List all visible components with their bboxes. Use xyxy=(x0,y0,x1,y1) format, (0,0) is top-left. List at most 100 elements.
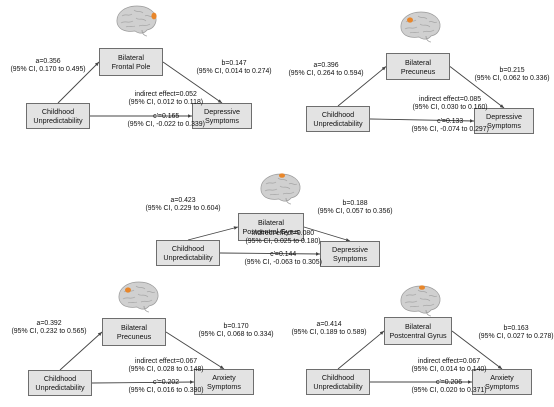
mediator-box-line-1: Bilateral xyxy=(258,218,284,227)
path-b-arrow xyxy=(162,61,223,104)
indirect-effect-label-line-1: indirect effect=0.052 xyxy=(134,90,197,98)
path-b-arrow xyxy=(451,330,503,370)
path-b-label-line-1: b=0.215 xyxy=(499,66,525,74)
path-a-label-line-1: a=0.414 xyxy=(316,320,342,328)
path-b-label: b=0.170(95% CI, 0.068 to 0.334) xyxy=(199,323,274,340)
path-b-label-line-1: b=0.170 xyxy=(223,322,249,330)
path-a-arrow xyxy=(59,331,103,371)
outcome-box-line-1: Depressive xyxy=(204,107,240,116)
direct-effect-label-line-2: (95% CI, 0.020 to 0.371) xyxy=(411,387,487,395)
predictor-box-line-2: Unpredictability xyxy=(35,383,85,392)
path-a-label: a=0.414(95% CI, 0.189 to 0.589) xyxy=(292,321,367,338)
direct-effect-label-line-1: c'=0.165 xyxy=(153,112,180,120)
mediator-box-line-2: Frontal Pole xyxy=(111,62,151,71)
outcome-box-line-2: Symptoms xyxy=(205,116,239,125)
path-b-arrow xyxy=(449,66,505,109)
indirect-effect-label-line-2: (95% CI, 0.025 to 0.180) xyxy=(245,238,321,246)
outcome-box-line-1: Anxiety xyxy=(490,373,514,382)
indirect-effect-label-line-1: indirect effect=0.080 xyxy=(251,229,315,237)
direct-effect-label: c'=0.202(95% CI, 0.016 to 0.390) xyxy=(129,379,204,396)
direct-effect-label-line-1: c'=0.144 xyxy=(270,250,297,258)
indirect-effect-label-line-2: (95% CI, 0.012 to 0.118) xyxy=(128,99,204,107)
direct-effect-label-line-2: (95% CI, -0.063 to 0.305) xyxy=(244,259,322,267)
path-c-arrow xyxy=(369,118,475,123)
indirect-effect-label-line-1: indirect effect=0.067 xyxy=(417,357,481,365)
mediator-box-line-2: Postcentral Gyrus xyxy=(242,227,300,236)
brain-medial-precuneus-icon xyxy=(400,11,441,43)
path-b-arrow xyxy=(303,226,351,242)
path-b-label: b=0.147(95% CI, 0.014 to 0.274) xyxy=(197,60,272,77)
direct-effect-label: c'=0.133(95% CI, -0.074 to 0.297) xyxy=(412,118,489,135)
path-a-label-line-1: a=0.392 xyxy=(36,319,62,327)
outcome-box-line-2: Symptoms xyxy=(487,121,521,130)
mediator-box-line-2: Precuneus xyxy=(116,332,152,341)
path-b-label-line-1: b=0.188 xyxy=(342,199,368,207)
path-a-label: a=0.392(95% CI, 0.232 to 0.565) xyxy=(12,320,87,337)
path-c-arrow xyxy=(91,380,195,384)
indirect-effect-label-line-2: (95% CI, 0.014 to 0.140) xyxy=(411,366,487,374)
path-a-label-line-2: (95% CI, 0.229 to 0.604) xyxy=(145,205,221,213)
direct-effect-label-line-1: c'=0.133 xyxy=(437,117,464,125)
brain-lateral-frontal-icon xyxy=(116,5,157,37)
outcome-box-line-2: Symptoms xyxy=(207,382,241,391)
outcome-box-line-1: Anxiety xyxy=(212,373,236,382)
outcome-box-line-1: Depressive xyxy=(332,245,368,254)
direct-effect-label: c'=0.165(95% CI, -0.022 to 0.339) xyxy=(128,113,205,130)
predictor-box-line-1: Childhood xyxy=(321,110,355,119)
indirect-effect-label: indirect effect=0.080(95% CI, 0.025 to 0… xyxy=(246,230,321,247)
path-a-label: a=0.396(95% CI, 0.264 to 0.594) xyxy=(289,62,364,79)
path-a-label-line-2: (95% CI, 0.170 to 0.495) xyxy=(10,66,86,74)
outcome-box-line-2: Symptoms xyxy=(333,254,367,263)
direct-effect-label-line-1: c'=0.202 xyxy=(153,378,180,386)
mediator-box-line-1: Bilateral xyxy=(405,322,431,331)
indirect-effect-label: indirect effect=0.085(95% CI, 0.030 to 0… xyxy=(413,96,488,113)
mediator-box-line-1: Bilateral xyxy=(118,53,144,62)
direct-effect-label: c'=0.144(95% CI, -0.063 to 0.305) xyxy=(245,251,322,268)
predictor-box-line-2: Unpredictability xyxy=(313,382,363,391)
path-a-label-line-1: a=0.423 xyxy=(170,196,196,204)
predictor-box-line-2: Unpredictability xyxy=(163,253,213,262)
path-a-label-line-1: a=0.396 xyxy=(313,61,339,69)
outcome-box-line-1: Depressive xyxy=(486,112,522,121)
path-b-label: b=0.215(95% CI, 0.062 to 0.336) xyxy=(475,67,550,84)
mediator-box-line-1: Bilateral xyxy=(121,323,147,332)
path-a-label: a=0.356(95% CI, 0.170 to 0.495) xyxy=(11,58,86,75)
path-b-label-line-2: (95% CI, 0.068 to 0.334) xyxy=(198,331,274,339)
indirect-effect-label-line-1: indirect effect=0.085 xyxy=(418,95,482,103)
path-b-arrow xyxy=(165,331,225,370)
path-b-label-line-1: b=0.163 xyxy=(503,324,529,332)
predictor-box-line-1: Childhood xyxy=(321,373,355,382)
path-a-label-line-2: (95% CI, 0.189 to 0.589) xyxy=(291,329,367,337)
path-b-label-line-2: (95% CI, 0.027 to 0.278) xyxy=(478,333,554,341)
indirect-effect-label-line-2: (95% CI, 0.028 to 0.148) xyxy=(128,366,204,374)
brain-lateral-postcentral-icon xyxy=(400,285,441,317)
path-a-arrow xyxy=(337,330,385,370)
path-b-label-line-2: (95% CI, 0.062 to 0.336) xyxy=(474,75,550,83)
brain-medial-precuneus-icon xyxy=(118,281,159,313)
path-a-label-line-2: (95% CI, 0.232 to 0.565) xyxy=(11,328,87,336)
path-b-label-line-2: (95% CI, 0.014 to 0.274) xyxy=(196,68,272,76)
indirect-effect-label: indirect effect=0.067(95% CI, 0.028 to 0… xyxy=(129,358,204,375)
path-a-label-line-2: (95% CI, 0.264 to 0.594) xyxy=(288,70,364,78)
predictor-box-line-2: Unpredictability xyxy=(313,119,363,128)
path-b-label: b=0.163(95% CI, 0.027 to 0.278) xyxy=(479,325,554,342)
path-a-label: a=0.423(95% CI, 0.229 to 0.604) xyxy=(146,197,221,214)
direct-effect-label-line-2: (95% CI, -0.074 to 0.297) xyxy=(411,126,489,134)
predictor-box-line-1: Childhood xyxy=(41,107,75,116)
indirect-effect-label: indirect effect=0.067(95% CI, 0.014 to 0… xyxy=(412,358,487,375)
path-b-label: b=0.188(95% CI, 0.057 to 0.356) xyxy=(318,200,393,217)
